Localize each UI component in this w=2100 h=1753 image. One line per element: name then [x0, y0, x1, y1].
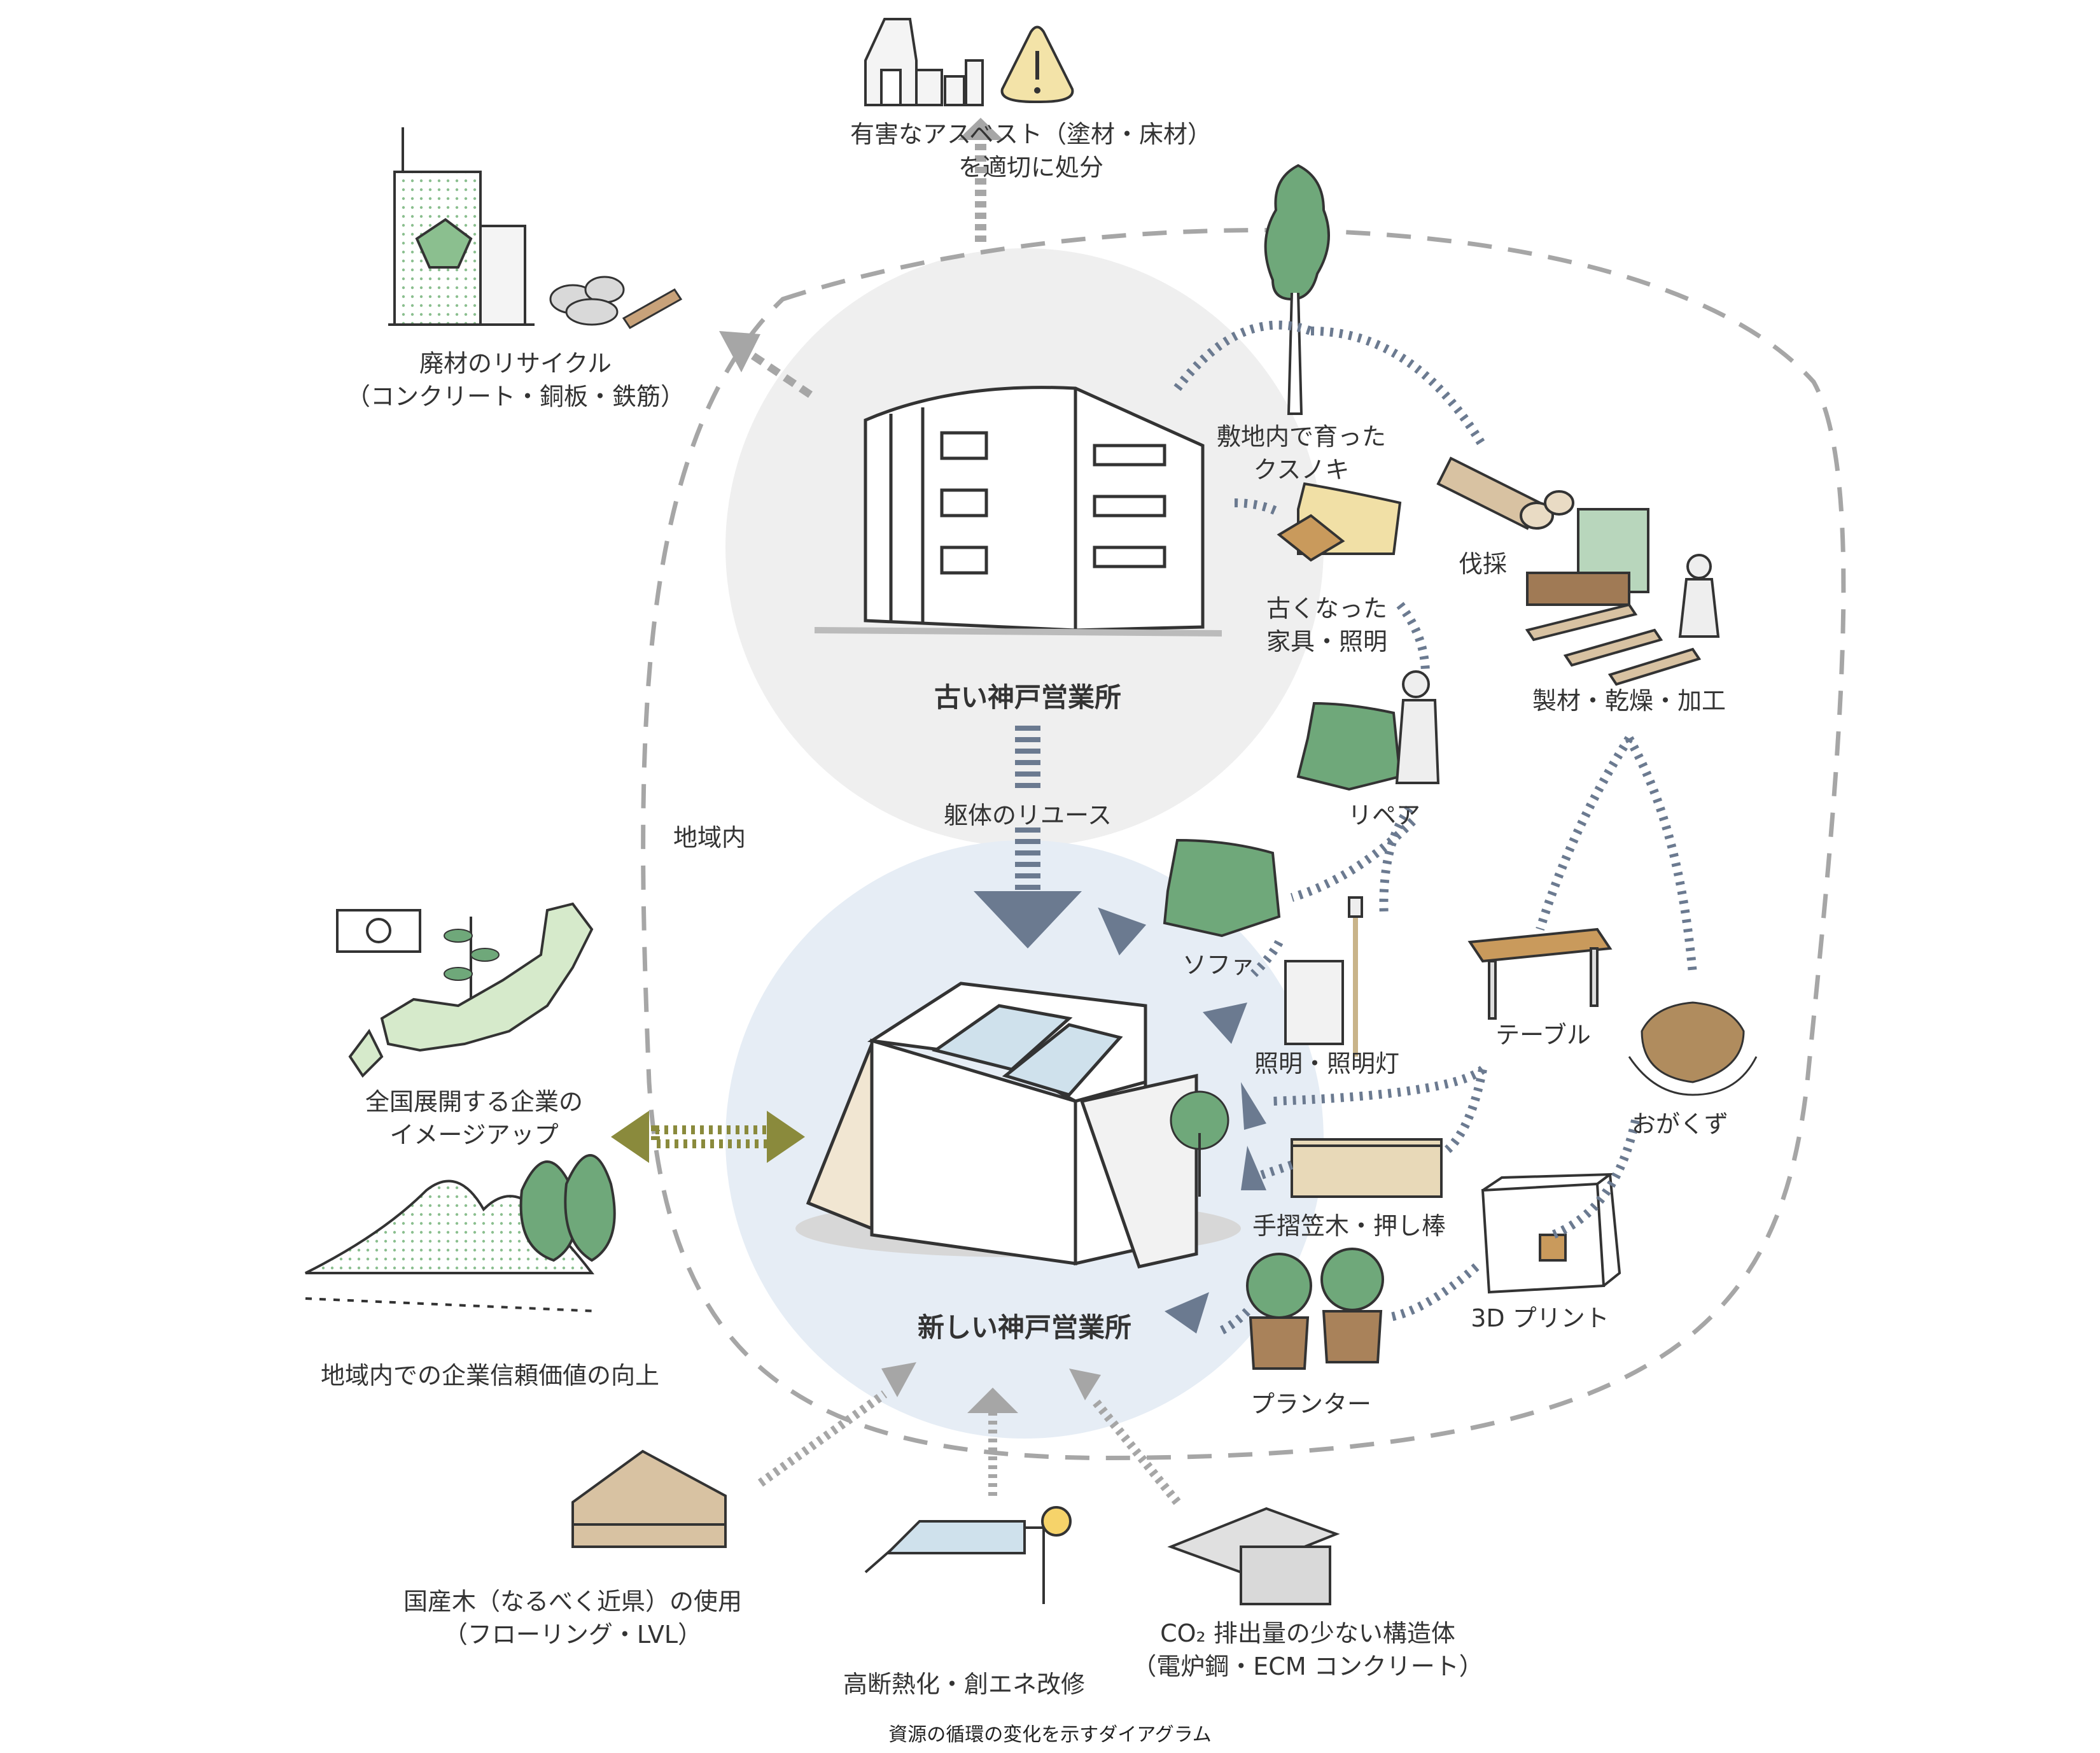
- solar-roof-icon: [864, 1506, 1072, 1604]
- repair-armchair-icon: [1296, 670, 1440, 791]
- tree-line1: 敷地内で育った: [1216, 423, 1387, 451]
- mountain-forest-icon: [305, 1154, 616, 1313]
- logs-icon: [1436, 456, 1574, 530]
- region-boundary: [641, 228, 1846, 1461]
- co2-line1: CO₂ 排出量の少ない構造体: [1160, 1619, 1455, 1647]
- local-trust-label: 地域内での企業信頼価値の向上: [320, 1362, 660, 1390]
- recycle-label: 廃材のリサイクル （コンクリート・銅板・鉄筋）: [346, 347, 685, 413]
- sawmill-label: 製材・乾燥・加工: [1532, 687, 1726, 715]
- lumber-stack-icon: [571, 1449, 727, 1548]
- table-icon: [1467, 927, 1613, 1020]
- 3d-printer-icon: [1481, 1172, 1621, 1294]
- hazard-line2: を適切に処分: [958, 153, 1104, 181]
- sapling-icon: [444, 917, 500, 999]
- hazard-label: 有害なアスベスト（塗材・床材） を適切に処分: [850, 118, 1212, 184]
- recycle-out-arrow: [719, 331, 813, 398]
- sawdust-label: おがくず: [1631, 1110, 1729, 1138]
- national-line1: 全国展開する企業の: [365, 1088, 584, 1116]
- domestic-wood-line1: 国産木（なるべく近県）の使用: [403, 1588, 743, 1616]
- hazard-line1: 有害なアスベスト（塗材・床材）: [850, 120, 1212, 148]
- domestic-wood-label: 国産木（なるべく近県）の使用 （フローリング・LVL）: [403, 1585, 742, 1651]
- cycle-arrows: [1173, 320, 1697, 1335]
- recycle-line1: 廃材のリサイクル: [419, 349, 612, 377]
- handrail-icon: [1291, 1138, 1443, 1198]
- planter-icon: [1246, 1248, 1384, 1370]
- table-label: テーブル: [1495, 1021, 1591, 1049]
- camphor-tree-icon: [1264, 164, 1330, 415]
- old-office-building: [814, 386, 1222, 637]
- steel-concrete-icon: [1167, 1507, 1340, 1605]
- old-armchair-icon: [1277, 482, 1402, 562]
- figure-caption: 資源の循環の変化を示すダイアグラム: [888, 1724, 1212, 1746]
- small-tree-icon: [1170, 1090, 1229, 1197]
- japan-map-icon: [348, 902, 594, 1078]
- old-furniture-line2: 家具・照明: [1266, 628, 1388, 656]
- reuse-arrow[interactable]: [974, 726, 1082, 948]
- tree-line2: クスノキ: [1253, 456, 1350, 484]
- national-line2: イメージアップ: [389, 1121, 559, 1149]
- sawmill-icon: [1525, 508, 1720, 686]
- felling-label: 伐採: [1458, 550, 1508, 578]
- sofa-icon: [1163, 838, 1281, 938]
- national-label: 全国展開する企業の イメージアップ: [365, 1085, 583, 1151]
- factory-icon: [864, 18, 984, 106]
- co2-label: CO₂ 排出量の少ない構造体 （電炉鋼・ECM コンクリート）: [1132, 1617, 1483, 1683]
- new-office-building: [795, 982, 1241, 1269]
- old-furniture-label: 古くなった 家具・照明: [1266, 592, 1387, 658]
- input-arrowheads: [881, 1362, 1101, 1413]
- rubble-icon: [549, 276, 683, 329]
- lighting-label: 照明・照明灯: [1254, 1050, 1400, 1078]
- sawdust-icon: [1628, 1001, 1758, 1096]
- recycling-plant-icon: [388, 127, 535, 326]
- reuse-label: 躯体のリユース: [943, 801, 1112, 829]
- money-note-icon: [336, 909, 421, 953]
- input-arrows: [757, 1390, 1181, 1505]
- tree-label: 敷地内で育った クスノキ: [1217, 420, 1386, 486]
- cycle-arrowheads: [1098, 907, 1266, 1334]
- handrail-label: 手摺笠木・押し棒: [1252, 1212, 1446, 1240]
- old-office-label: 古い神戸営業所: [934, 682, 1122, 713]
- region-label: 地域内: [673, 824, 746, 852]
- old-furniture-line1: 古くなった: [1266, 595, 1388, 623]
- domestic-wood-line2: （フローリング・LVL）: [443, 1621, 703, 1649]
- hazard-out-arrow: [958, 118, 1004, 242]
- sofa-label: ソファ: [1182, 951, 1256, 979]
- warning-icon: [1000, 25, 1074, 103]
- insulation-label: 高断熱化・創エネ改修: [843, 1670, 1086, 1698]
- new-office-label: 新しい神戸営業所: [917, 1312, 1132, 1343]
- print3d-label: 3D プリント: [1471, 1304, 1609, 1332]
- co2-line2: （電炉鋼・ECM コンクリート）: [1132, 1652, 1483, 1680]
- image-up-arrow[interactable]: [611, 1111, 805, 1163]
- planter-label: プランター: [1250, 1390, 1372, 1418]
- repair-label: リペア: [1347, 801, 1421, 829]
- lighting-icon: [1284, 896, 1363, 1057]
- recycle-line2: （コンクリート・銅板・鉄筋）: [346, 383, 685, 411]
